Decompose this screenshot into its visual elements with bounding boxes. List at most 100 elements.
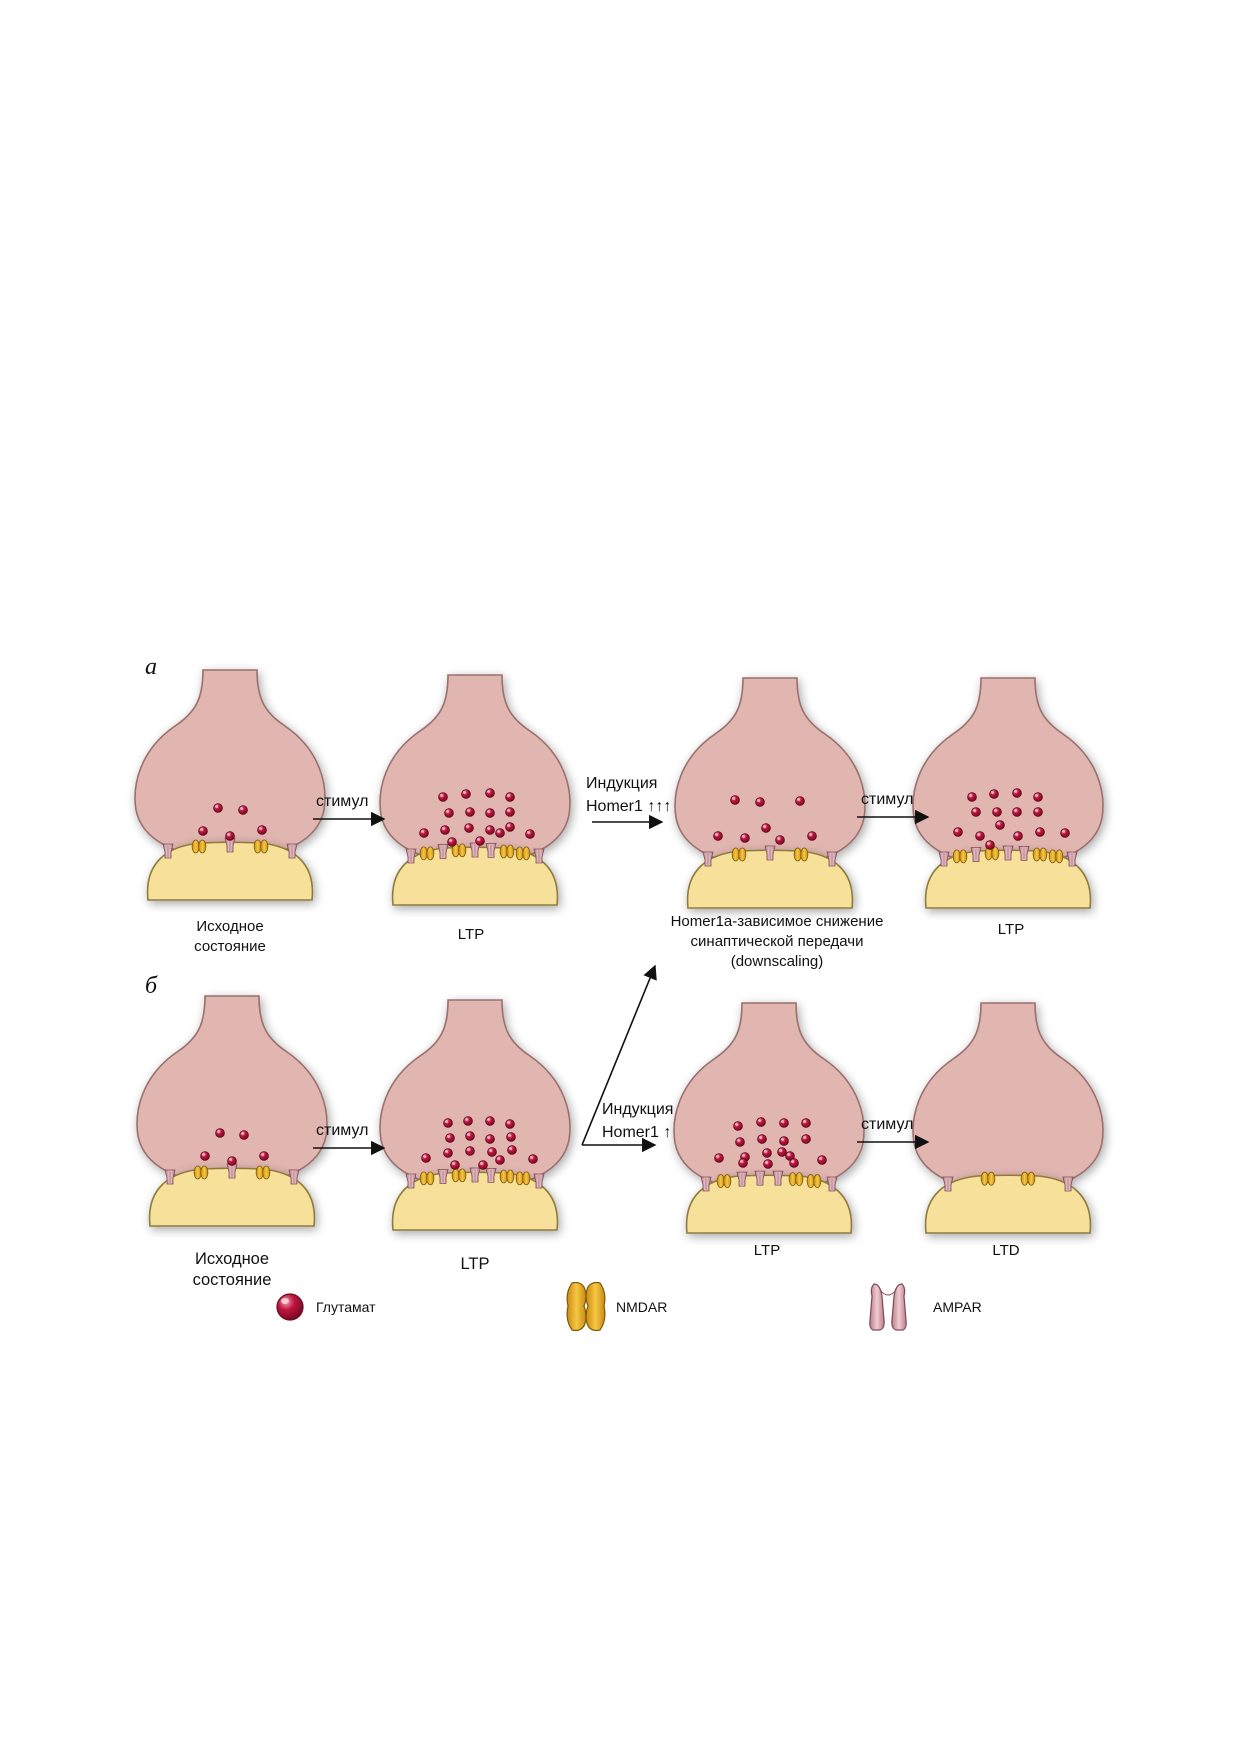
arrow-label-a-1: стимул xyxy=(316,793,368,810)
nmdar-subunit xyxy=(1027,1171,1036,1186)
nmdar-receptor xyxy=(980,1171,996,1186)
glutamate-molecule xyxy=(735,1137,745,1147)
ampar-receptor xyxy=(970,847,982,862)
glutamate-highlight xyxy=(217,1130,220,1133)
glutamate-molecule xyxy=(485,1134,495,1144)
nmdar-receptor xyxy=(499,844,515,859)
glutamate-body xyxy=(485,1134,495,1144)
glutamate-molecule xyxy=(487,1147,497,1157)
glutamate-highlight xyxy=(507,794,510,797)
ampar-receptor xyxy=(764,845,776,861)
nmdar-receptor xyxy=(451,1168,467,1183)
glutamate-molecule xyxy=(238,805,248,815)
glutamate-highlight xyxy=(497,830,500,833)
ampar-receptor xyxy=(942,1176,954,1192)
glutamate-molecule xyxy=(989,789,999,799)
glutamate-highlight xyxy=(765,1161,768,1164)
caption-b3: LTP xyxy=(754,1242,780,1259)
presynaptic-terminal xyxy=(379,999,571,1191)
glutamate-highlight xyxy=(991,791,994,794)
presynaptic-terminal xyxy=(674,677,866,869)
glutamate-molecule xyxy=(777,1147,787,1157)
glutamate-highlight xyxy=(955,829,958,832)
glutamate-highlight xyxy=(487,790,490,793)
ampar-receptor xyxy=(437,1169,449,1184)
arrow-label-a-3: стимул xyxy=(861,791,913,808)
glutamate-highlight xyxy=(716,1155,719,1158)
nmdar-subunit xyxy=(1048,849,1057,864)
nmdar-subunit xyxy=(515,846,524,861)
glutamate-body xyxy=(1012,807,1022,817)
glutamate-body xyxy=(1035,827,1045,837)
glutamate-highlight xyxy=(440,794,443,797)
nmdar-subunit xyxy=(499,1169,508,1184)
glutamate-body xyxy=(801,1134,811,1144)
nmdar-receptor xyxy=(793,847,809,862)
glutamate-body xyxy=(740,833,750,843)
nmdar-subunit xyxy=(788,1172,797,1187)
glutamate-body xyxy=(1012,788,1022,798)
glutamate-highlight xyxy=(763,825,766,828)
glutamate-body xyxy=(465,1131,475,1141)
ampar-receptor xyxy=(938,851,950,867)
glutamate-molecule xyxy=(714,1153,724,1163)
legend: Глутамат NMDAR AMPAR xyxy=(276,1281,982,1332)
glutamate-body xyxy=(505,1119,515,1129)
nmdar-subunit xyxy=(253,839,262,854)
ampar-receptor xyxy=(226,1163,238,1179)
synapse-b4 xyxy=(912,1002,1104,1234)
glutamate-highlight xyxy=(764,1150,767,1153)
glutamate-molecule xyxy=(995,820,1005,830)
ampar-receptor xyxy=(162,843,174,859)
glutamate-molecule xyxy=(198,826,208,836)
glutamate-highlight xyxy=(227,833,230,836)
glutamate-highlight xyxy=(261,1153,264,1156)
glutamate-highlight xyxy=(487,827,490,830)
nmdar-subunit xyxy=(426,1171,435,1186)
glutamate-molecule xyxy=(757,1134,767,1144)
glutamate-body xyxy=(485,788,495,798)
glutamate-body xyxy=(440,825,450,835)
nmdar-subunit xyxy=(723,1174,732,1188)
glutamate-body xyxy=(505,822,515,832)
glutamate-molecule xyxy=(992,807,1002,817)
ampar-receptor xyxy=(164,1169,176,1185)
glutamate-highlight xyxy=(1037,829,1040,832)
glutamate-molecule xyxy=(1033,807,1043,817)
glutamate-highlight xyxy=(467,809,470,812)
glutamate-molecule xyxy=(461,789,471,799)
caption-b4: LTD xyxy=(992,1242,1019,1259)
glutamate-molecule xyxy=(495,1155,505,1165)
synapse-b3 xyxy=(673,1002,865,1234)
nmdar-subunit xyxy=(458,843,467,858)
glutamate-body xyxy=(528,1154,538,1164)
nmdar-subunit xyxy=(800,847,809,862)
glutamate-body xyxy=(478,1160,488,1170)
glutamate-highlight xyxy=(973,809,976,812)
ampar-icon xyxy=(869,1283,907,1331)
glutamate-highlight xyxy=(467,1148,470,1151)
arrow-label-b-2-line2: Homer1 ↑ xyxy=(602,1124,671,1141)
glutamate-highlight xyxy=(732,797,735,800)
nmdar-subunit xyxy=(419,1171,428,1186)
glutamate-body xyxy=(713,831,723,841)
synapse-b1 xyxy=(136,995,328,1227)
glutamate-molecule xyxy=(225,831,235,841)
glutamate-highlight xyxy=(527,831,530,834)
nmdar-receptor xyxy=(515,1171,531,1186)
glutamate-molecule xyxy=(213,803,223,813)
glutamate-body xyxy=(779,1136,789,1146)
glutamate-molecule xyxy=(1033,792,1043,802)
glutamate-molecule xyxy=(505,822,515,832)
glutamate-body xyxy=(755,797,765,807)
glutamate-highlight xyxy=(742,835,745,838)
glutamate-body xyxy=(971,807,981,817)
glutamate-molecule xyxy=(1012,807,1022,817)
glutamate-highlight xyxy=(449,839,452,842)
glutamate-molecule xyxy=(485,825,495,835)
glutamate-molecule xyxy=(259,1151,269,1161)
glutamate-highlight xyxy=(777,837,780,840)
glutamate-molecule xyxy=(495,828,505,838)
nmdar-receptor xyxy=(788,1172,804,1187)
glutamate-body xyxy=(445,1133,455,1143)
